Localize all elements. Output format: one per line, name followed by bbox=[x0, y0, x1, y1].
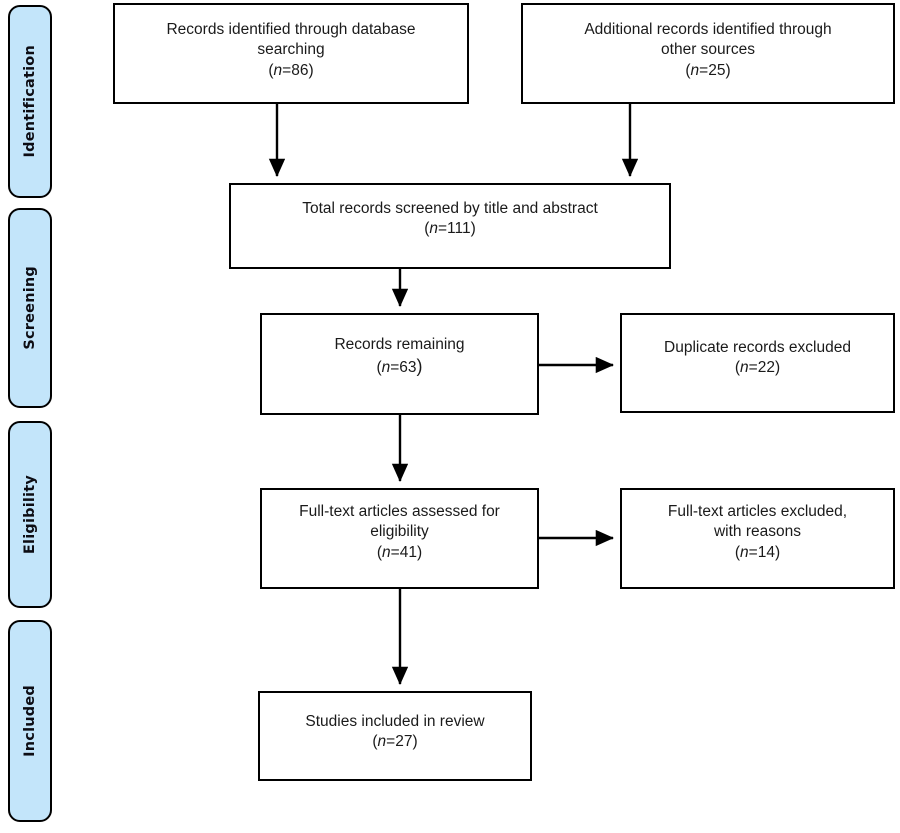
phase-tab-label: Identification bbox=[22, 45, 38, 158]
box-line-2: eligibility bbox=[370, 523, 429, 541]
box-line-2: searching bbox=[257, 41, 325, 59]
box-fulltext-articles-assessed: Full-text articles assessed for eligibil… bbox=[260, 488, 539, 589]
box-count: (n=41) bbox=[376, 543, 423, 561]
box-count: (n=25) bbox=[685, 61, 731, 79]
box-studies-included-in-review: Studies included in review (n=27) bbox=[258, 691, 532, 781]
box-duplicate-records-excluded: Duplicate records excluded (n=22) bbox=[620, 313, 895, 413]
box-records-remaining: Records remaining (n=63) bbox=[260, 313, 539, 415]
box-line-1: Duplicate records excluded bbox=[664, 339, 851, 356]
box-line-1: Records identified through database bbox=[166, 21, 416, 38]
box-count: (n=22) bbox=[734, 359, 781, 377]
box-count: (n=111) bbox=[424, 220, 476, 238]
phase-tab-screening: Screening bbox=[8, 208, 52, 408]
phase-tab-included: Included bbox=[8, 620, 52, 822]
box-line-1: Studies included in review bbox=[305, 713, 485, 730]
box-line-1: Full-text articles excluded, bbox=[667, 503, 848, 520]
box-line-2: other sources bbox=[661, 41, 755, 59]
box-additional-records-other-sources: Additional records identified through ot… bbox=[521, 3, 895, 104]
box-line-1: Records remaining bbox=[334, 336, 465, 353]
box-line-1: Additional records identified through bbox=[584, 21, 832, 38]
box-count: (n=14) bbox=[734, 543, 781, 561]
box-line-2: with reasons bbox=[713, 523, 801, 541]
phase-tab-label: Screening bbox=[22, 266, 38, 350]
box-count: (n=27) bbox=[372, 733, 418, 751]
box-line-1: Full-text articles assessed for bbox=[299, 503, 500, 520]
phase-tab-identification: Identification bbox=[8, 5, 52, 198]
box-line-1: Total records screened by title and abst… bbox=[302, 200, 598, 217]
phase-tab-label: Eligibility bbox=[22, 474, 38, 555]
phase-tab-label: Included bbox=[22, 685, 38, 757]
box-count: (n=63) bbox=[376, 356, 423, 377]
box-total-records-screened: Total records screened by title and abst… bbox=[229, 183, 671, 269]
box-fulltext-articles-excluded: Full-text articles excluded, with reason… bbox=[620, 488, 895, 589]
box-count: (n=86) bbox=[268, 61, 314, 79]
phase-tab-eligibility: Eligibility bbox=[8, 421, 52, 608]
box-records-identified-database: Records identified through database sear… bbox=[113, 3, 469, 104]
